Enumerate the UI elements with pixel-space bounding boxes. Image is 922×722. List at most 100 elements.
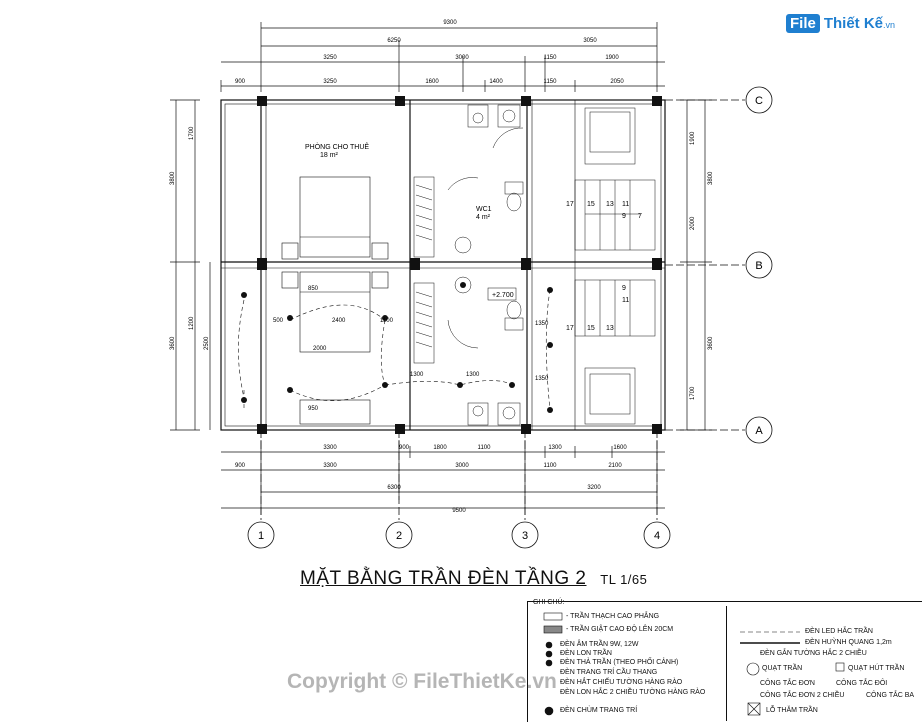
dim-top-mid-1: 6250 (387, 38, 401, 44)
dim-bottom-sub-3: 1100 (544, 463, 558, 469)
stair-step-9-top: 9 (622, 213, 626, 220)
legend-item-13: QUẠT TRẦN (762, 665, 803, 672)
wardrobe (413, 176, 435, 364)
axis-bubbles-horizontal (665, 86, 773, 444)
dim-top-part-5: 1150 (544, 79, 558, 85)
legend-item-19: LỖ THĂM TRẦN (766, 707, 818, 714)
dim-left-2: 3600 (170, 336, 176, 350)
dim-bottom-mid-1: 6300 (387, 485, 401, 491)
inner-dim-6: 2000 (313, 346, 327, 352)
legend-item-18: CÔNG TẮC BA (866, 692, 915, 699)
legend-heading: GHI CHÚ: (533, 599, 565, 606)
legend-item-17: CÔNG TẮC ĐƠN 2 CHIỀU (760, 692, 845, 699)
legend-item-3: ĐÈN ÂM TRẦN 9W, 12W (560, 641, 639, 648)
legend-item-14: QUẠT HÚT TRẦN (848, 665, 905, 672)
drawing-title: MẶT BẰNG TRẦN ĐÈN TẦNG 2 TL 1/65 (300, 568, 647, 590)
dim-bottom-part-4: 1800 (433, 445, 447, 451)
inner-dim-3: 500 (273, 318, 284, 324)
legend-item-6: ĐÈN TRANG TRÍ CẦU THANG (560, 669, 658, 676)
dim-right-2: 3600 (708, 336, 714, 350)
room-wc-area: 4 m² (476, 214, 491, 221)
brand-name: Thiết Kế (823, 15, 884, 32)
columns (257, 96, 662, 434)
staircase (574, 107, 656, 425)
dim-top-part-2: 3250 (323, 79, 337, 85)
dim-bottom-mid-2: 3200 (587, 485, 601, 491)
wc-fixtures (447, 104, 524, 426)
legend-item-12: ĐÈN GẮN TƯỜNG HẮC 2 CHIỀU (760, 650, 867, 657)
inner-dim-10: 1350 (535, 376, 549, 382)
dim-top-part-1: 900 (235, 79, 246, 85)
legend-box (527, 601, 922, 722)
stair-step-11-top: 11 (622, 201, 629, 208)
axis-3: 3 (522, 530, 528, 542)
inner-dim-9: 1350 (535, 321, 549, 327)
ceiling-lights (241, 282, 553, 413)
legend-item-11: ĐÈN HUỲNH QUANG 1,2m (805, 639, 892, 646)
dim-top-sub-2: 3000 (455, 55, 469, 61)
legend-item-15: CÔNG TẮC ĐƠN (760, 680, 815, 687)
legend-item-10: ĐÈN LED HẮC TRẦN (805, 628, 873, 635)
dim-top-sub-4: 1900 (605, 55, 619, 61)
legend-item-2: - TRẦN GIẬT CAO ĐỘ LÊN 20CM (566, 626, 674, 633)
dim-top-sub-3: 1150 (544, 55, 558, 61)
dim-bottom-total: 9500 (452, 508, 466, 514)
stair-step-15-top: 15 (587, 201, 595, 208)
inner-dim-1: 2400 (332, 318, 346, 324)
stair-step-15-bottom: 15 (587, 325, 595, 332)
dim-left-4: 2500 (204, 336, 210, 350)
dim-top-part-3: 1600 (425, 79, 439, 85)
drawing-title-text: MẶT BẰNG TRẦN ĐÈN TẦNG 2 (300, 568, 587, 589)
inner-dim-7: 850 (308, 286, 319, 292)
stair-step-17-top: 17 (566, 201, 574, 208)
legend-item-1: - TRẦN THẠCH CAO PHẲNG (566, 613, 660, 620)
legend-item-5: ĐÈN THẢ TRẦN (THEO PHỐI CẢNH) (560, 659, 679, 666)
side-dimension-lines (170, 99, 712, 431)
legend-item-9: ĐÈN CHÙM TRANG TRÍ (560, 707, 638, 714)
stair-step-11-bottom: 11 (622, 297, 629, 304)
axis-1: 1 (258, 530, 264, 542)
brand-logo-box: File (786, 14, 820, 33)
dim-top-mid-2: 3050 (583, 38, 597, 44)
dim-left-3: 1700 (189, 126, 195, 140)
inner-dim-4: 1300 (410, 372, 424, 378)
dim-top-part-4: 1400 (489, 79, 503, 85)
drawing-scale: TL 1/65 (600, 572, 648, 587)
legend-item-7: ĐÈN HẮT CHIẾU TƯỜNG HÀNG RÀO (560, 679, 683, 686)
stair-step-13-top: 13 (606, 201, 614, 208)
dim-left-5: 1200 (189, 316, 195, 330)
dim-bottom-part-3: 900 (399, 445, 410, 451)
brand-tld: .vn (883, 20, 896, 30)
legend-item-4: ĐÈN LON TRẦN (560, 650, 612, 657)
stair-step-17-bottom: 17 (566, 325, 574, 332)
level-mark-box (487, 287, 517, 301)
dim-right-3: 1900 (690, 131, 696, 145)
top-dimension-lines (220, 22, 665, 92)
axis-2: 2 (396, 530, 402, 542)
level-mark: +2.700 (492, 292, 514, 299)
dim-right-5: 1700 (690, 386, 696, 400)
room-bedroom-area: 18 m² (320, 152, 339, 159)
dim-bottom-sub-2: 3000 (455, 463, 469, 469)
dim-bottom-part-6: 1300 (548, 445, 562, 451)
brand-logo-text: Thiết Kế.vn (824, 15, 895, 32)
axis-bubbles-vertical (247, 430, 671, 549)
dim-top-total: 9300 (443, 20, 457, 26)
dim-bottom-part-5: 1100 (478, 445, 492, 451)
dim-top-sub-1: 3250 (323, 55, 337, 61)
inner-dim-8: 950 (308, 406, 319, 412)
dim-right-4: 2000 (690, 216, 696, 230)
dim-left-1: 3800 (170, 171, 176, 185)
dim-bottom-sub-4: 2100 (608, 463, 622, 469)
building-walls (220, 99, 666, 431)
inner-dimensions: 2400 1100 500 1300 1300 2000 850 950 135… (273, 286, 549, 412)
axis-4: 4 (654, 530, 660, 542)
dim-bottom-part-1: 900 (235, 463, 246, 469)
inner-dim-5: 1300 (466, 372, 480, 378)
room-wc-label: WC1 (476, 206, 492, 213)
bottom-dimension-lines (221, 440, 665, 515)
brand-logo[interactable]: File Thiết Kế.vn (786, 14, 895, 33)
legend-divider (726, 606, 727, 721)
inner-dim-2: 1100 (380, 318, 394, 324)
